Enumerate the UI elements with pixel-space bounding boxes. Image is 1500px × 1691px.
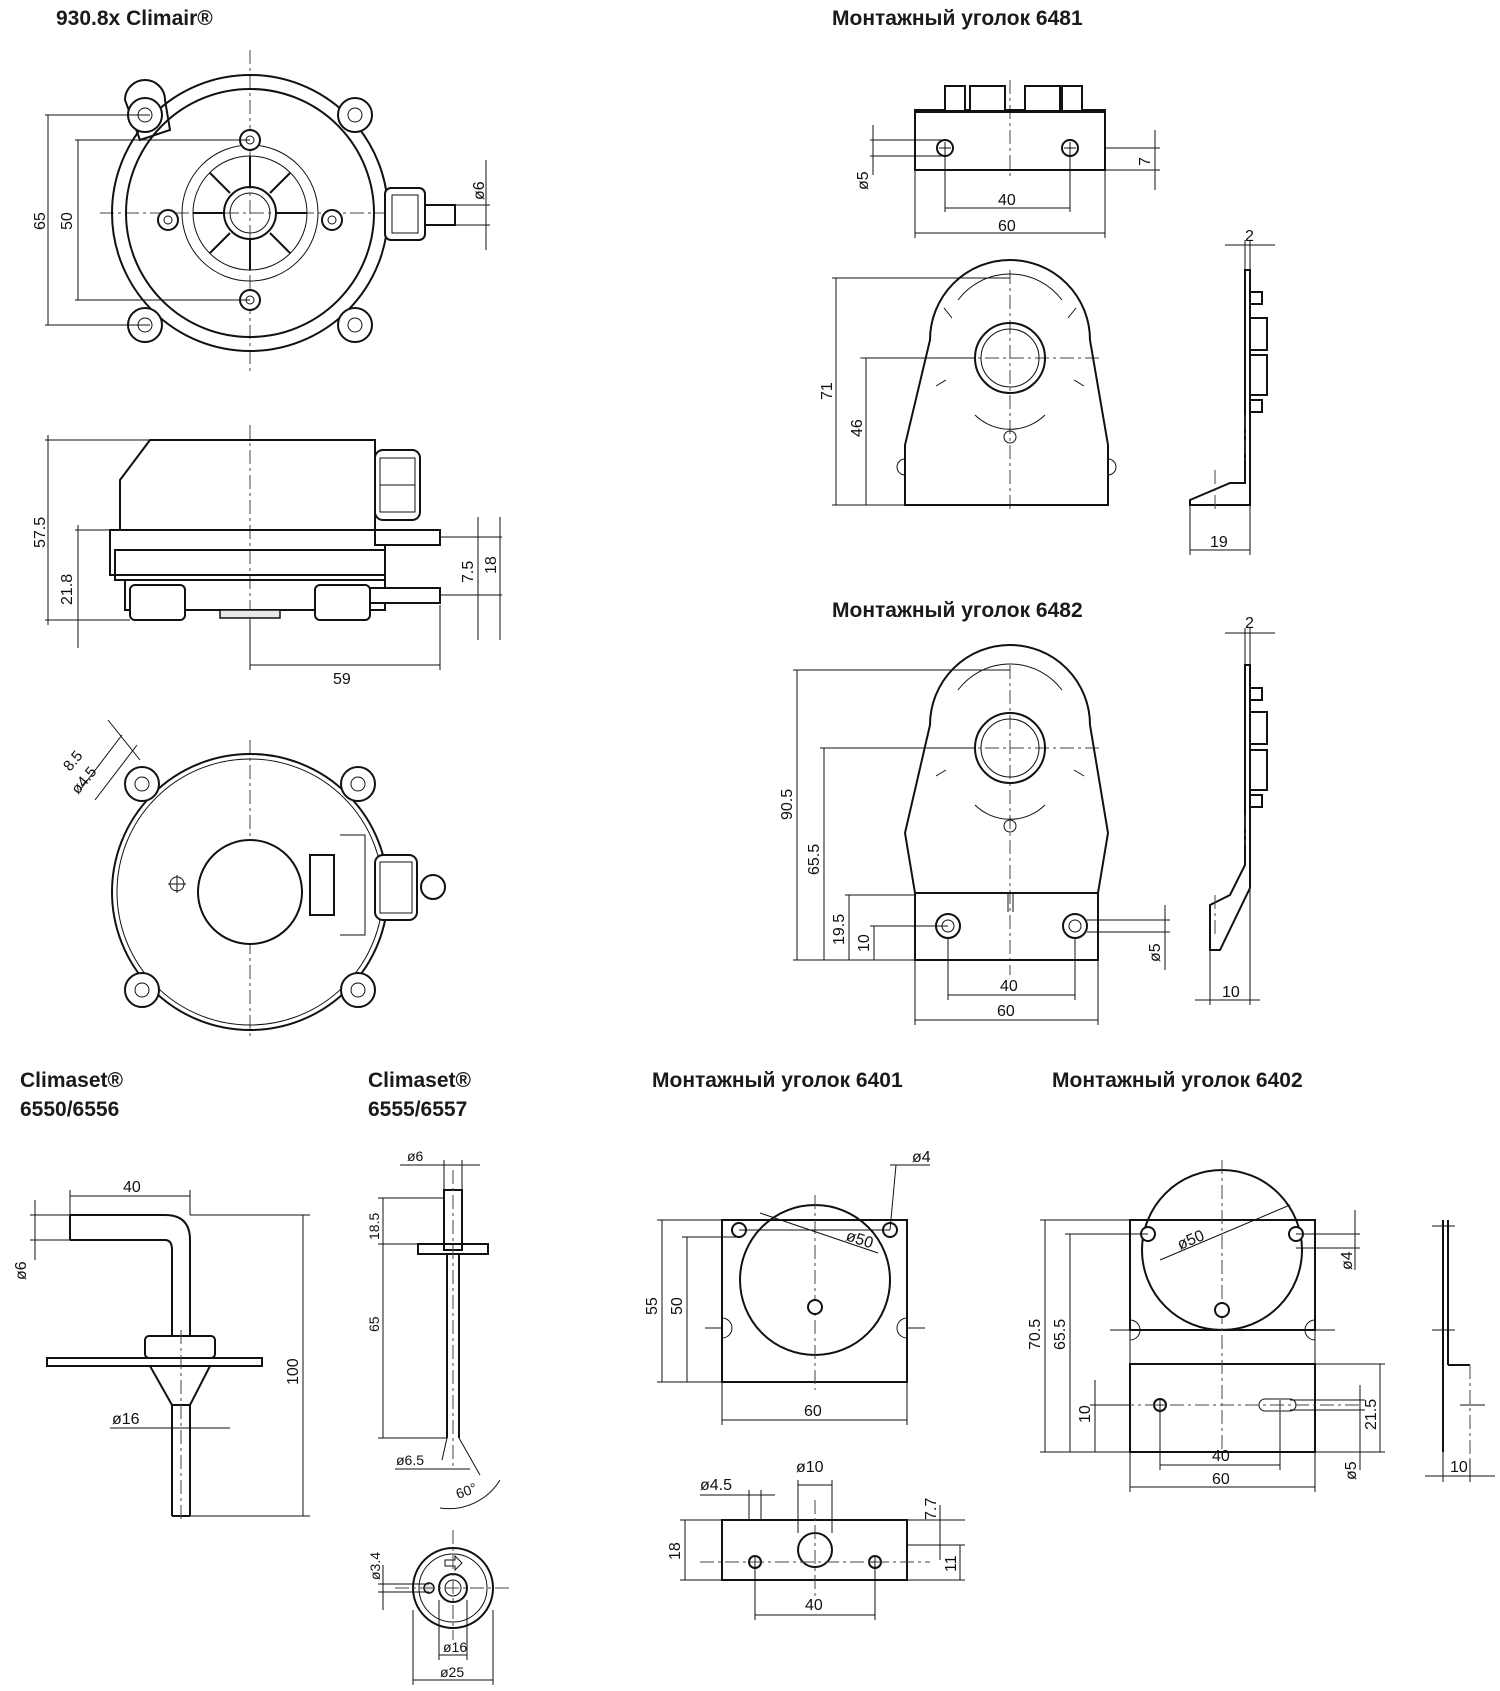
dim-6550-d6: ø6 <box>13 1261 30 1280</box>
dim-6481-71: 71 <box>819 382 836 400</box>
dim-6401-55: 55 <box>644 1297 661 1315</box>
title-climaset-6555-line1: Climaset® <box>368 1069 472 1092</box>
dim-climair-65: 65 <box>32 212 49 230</box>
dim-climair-59: 59 <box>333 671 351 688</box>
dim-6401-d50: ø50 <box>844 1228 876 1253</box>
dim-6550-40: 40 <box>123 1179 141 1196</box>
dim-6481-46: 46 <box>849 419 866 437</box>
title-climaset-6550-line1: Climaset® <box>20 1069 124 1092</box>
dim-6555-d25: ø25 <box>440 1664 464 1680</box>
dim-6555-d3-4: ø3.4 <box>367 1552 383 1580</box>
climair-front-view: 65 50 ø6 <box>32 50 490 375</box>
dim-climair-57-5: 57.5 <box>32 517 49 548</box>
dim-6402-60: 60 <box>1212 1471 1230 1488</box>
bracket-6481-front-view: 71 46 <box>819 259 1117 510</box>
title-climaset-6555-line2: 6555/6557 <box>368 1098 468 1121</box>
dim-6481-60: 60 <box>998 218 1016 235</box>
dim-6550-d16: ø16 <box>112 1411 140 1428</box>
bracket-6401-bottom-view: ø4.5 ø10 7.7 18 11 40 <box>667 1459 965 1620</box>
dim-6481-19: 19 <box>1210 534 1228 551</box>
bracket-6482-front-view: 90.5 65.5 19.5 10 ø5 40 60 <box>779 644 1170 1025</box>
dim-climair-18: 18 <box>483 556 500 574</box>
dim-6402-d5: ø5 <box>1343 1461 1360 1480</box>
dim-6555-18-5: 18.5 <box>366 1213 382 1240</box>
dim-6481-d5: ø5 <box>855 171 872 190</box>
title-bracket-6482: Монтажный уголок 6482 <box>832 599 1083 622</box>
dim-6482-40: 40 <box>1000 978 1018 995</box>
climaset-6555-drawing: ø6 18.5 65 ø6.5 60° <box>366 1148 501 1510</box>
dim-6401-40: 40 <box>805 1597 823 1614</box>
dim-6402-10b: 10 <box>1450 1459 1468 1476</box>
dim-6402-65-5: 65.5 <box>1052 1319 1069 1350</box>
dim-6482-2: 2 <box>1245 615 1254 632</box>
dim-6401-60: 60 <box>804 1403 822 1420</box>
bracket-6481-top-view: ø5 7 40 60 <box>855 80 1160 238</box>
dim-6555-d6: ø6 <box>407 1148 424 1164</box>
dim-6401-7-7: 7.7 <box>923 1498 940 1520</box>
dim-6482-d5: ø5 <box>1147 943 1164 962</box>
dim-6482-65-5: 65.5 <box>806 844 823 875</box>
dim-6482-90-5: 90.5 <box>779 789 796 820</box>
bracket-6402-front-view: ø50 ø4 70.5 65.5 10 21.5 ø5 40 60 <box>1027 1160 1385 1492</box>
dim-6402-d50: ø50 <box>1175 1227 1207 1253</box>
dim-6402-40: 40 <box>1212 1448 1230 1465</box>
bracket-6401-front-view: ø4 ø50 55 50 60 <box>644 1149 931 1425</box>
dim-6555-60deg: 60° <box>454 1480 479 1502</box>
dim-6401-d4-5: ø4.5 <box>700 1477 732 1494</box>
dim-6555-d6-5: ø6.5 <box>396 1452 424 1468</box>
climaset-6555-top-view: ø3.4 ø16 ø25 <box>367 1530 510 1685</box>
title-bracket-6401: Монтажный уголок 6401 <box>652 1069 903 1092</box>
title-bracket-6402: Монтажный уголок 6402 <box>1052 1069 1303 1092</box>
climaset-6550-drawing: 40 ø6 100 ø16 <box>13 1179 310 1520</box>
dim-6401-18: 18 <box>667 1542 684 1560</box>
bracket-6482-side-view: 2 10 <box>1195 615 1275 1005</box>
dim-6550-100: 100 <box>285 1358 302 1385</box>
title-climaset-6550-line2: 6550/6556 <box>20 1098 120 1121</box>
dim-6402-d4: ø4 <box>1339 1251 1356 1270</box>
dim-6401-50: 50 <box>669 1297 686 1315</box>
dim-6482-60: 60 <box>997 1003 1015 1020</box>
dim-6555-65: 65 <box>366 1316 382 1332</box>
climair-back-view: 8.5 ø4.5 <box>60 719 446 1040</box>
dim-6401-d4: ø4 <box>912 1149 931 1166</box>
dim-6481-40: 40 <box>998 192 1016 209</box>
dim-6401-d10: ø10 <box>796 1459 824 1476</box>
dim-climair-7-5: 7.5 <box>460 561 477 583</box>
dim-6402-70-5: 70.5 <box>1027 1319 1044 1350</box>
climair-side-view: 57.5 21.8 7.5 18 59 <box>32 425 502 688</box>
dim-6402-10: 10 <box>1077 1405 1094 1423</box>
dim-climair-21-8: 21.8 <box>59 574 76 605</box>
title-bracket-6481: Монтажный уголок 6481 <box>832 7 1083 30</box>
bracket-6481-side-view: 2 19 <box>1189 228 1275 555</box>
dim-climair-50: 50 <box>59 212 76 230</box>
dim-climair-d6: ø6 <box>471 181 488 200</box>
dim-6482-19-5: 19.5 <box>831 914 848 945</box>
dim-6481-7: 7 <box>1137 157 1154 166</box>
dim-6401-11: 11 <box>943 1555 960 1572</box>
bracket-6402-side-view: 10 <box>1425 1220 1495 1482</box>
dim-6482-10: 10 <box>856 934 873 952</box>
dim-6481-2: 2 <box>1245 228 1254 245</box>
dim-6402-21-5: 21.5 <box>1363 1399 1380 1430</box>
title-climair: 930.8x Climair® <box>56 7 213 30</box>
dim-6555-d16: ø16 <box>443 1639 467 1655</box>
dim-6482-10b: 10 <box>1222 984 1240 1001</box>
